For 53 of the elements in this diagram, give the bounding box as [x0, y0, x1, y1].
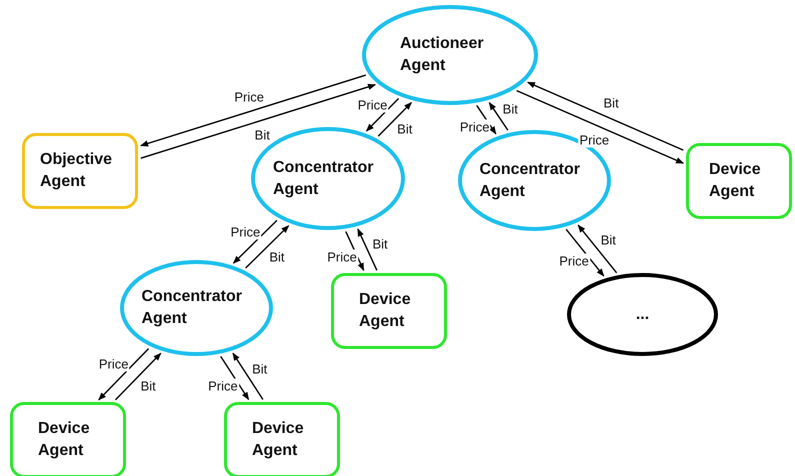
agent-label: Concentrator Agent [480, 160, 581, 202]
agent-box [10, 402, 126, 476]
edge-label: Bit [502, 101, 519, 116]
edge-label: Price [233, 89, 265, 104]
arrow [378, 102, 412, 137]
edge-label: Bit [254, 127, 271, 142]
arrow [140, 84, 376, 159]
arrow [140, 74, 366, 147]
agent-ellipse [120, 260, 273, 356]
arrow [232, 352, 264, 400]
edge-label: Bit [140, 378, 157, 394]
agent-label: Device Agent [38, 419, 91, 461]
agent-label: ... [634, 304, 650, 324]
edge-label: Price [578, 132, 610, 148]
edge-label: Price [207, 378, 239, 394]
agent-box [224, 402, 340, 476]
arrow [98, 348, 150, 400]
arrow [527, 82, 684, 151]
agent-ellipse [458, 130, 611, 231]
edge-label: Price [458, 120, 490, 135]
arrow [220, 356, 250, 400]
agent-label: Concentrator Agent [273, 158, 374, 200]
arrow [114, 352, 162, 400]
agent-ellipse [567, 273, 718, 356]
agent-box [686, 143, 792, 219]
arrow [476, 105, 496, 134]
arrow [245, 225, 290, 269]
arrow [357, 228, 378, 271]
arrow [232, 220, 278, 264]
arrow [366, 98, 400, 132]
agent-label: Device Agent [252, 419, 305, 461]
agent-label: Device Agent [359, 290, 412, 332]
arrow [566, 228, 604, 277]
arrow [516, 90, 684, 164]
edge-label: Price [230, 224, 262, 240]
edge-label: Price [326, 249, 358, 264]
agent-label: Auctioneer Agent [400, 34, 485, 76]
edge-label: Price [98, 356, 130, 372]
agent-box [22, 133, 138, 209]
edge-label: Bit [600, 232, 617, 248]
arrow [488, 102, 508, 131]
agent-label: Objective Agent [40, 150, 114, 192]
edge-label: Bit [602, 96, 620, 111]
edge-label: Bit [251, 361, 268, 376]
edge-label: Price [558, 254, 590, 269]
edge-label: Bit [268, 249, 286, 264]
edge-label: Price [356, 97, 388, 112]
agent-label: Concentrator Agent [142, 287, 243, 329]
edge-label: Bit [396, 122, 414, 137]
agent-label: Device Agent [709, 160, 762, 202]
arrow [578, 224, 618, 274]
edge-label: Bit [372, 236, 389, 252]
agent-box [331, 273, 447, 349]
